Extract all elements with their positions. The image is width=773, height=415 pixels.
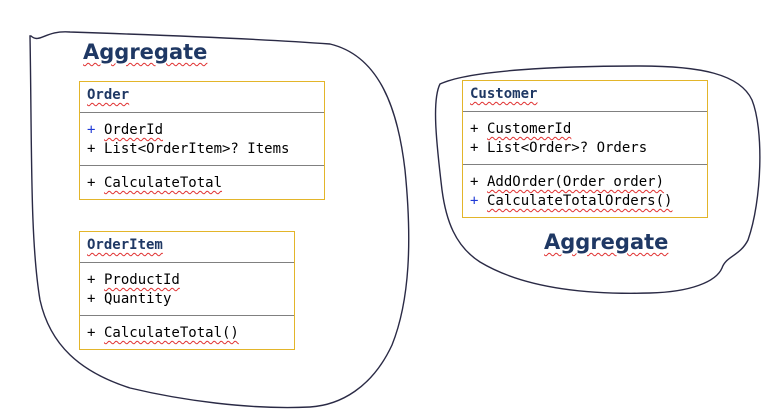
order-class-name-text: Order <box>87 87 130 103</box>
order-item-attribute-row: + Quantity <box>87 290 287 309</box>
order-item-methods: + CalculateTotal() <box>80 316 294 349</box>
attribute-text: List<Order>? Orders <box>487 140 648 156</box>
visibility-marker: + <box>87 325 96 341</box>
customer-class-name-text: Customer <box>470 86 538 102</box>
customer-attribute-row: + CustomerId <box>470 120 700 139</box>
order-item-attributes: + ProductId + Quantity <box>80 263 294 316</box>
method-text: CalculateTotal() <box>104 325 239 341</box>
order-class-name: Order <box>80 82 324 113</box>
customer-attribute-row: + List<Order>? Orders <box>470 139 700 158</box>
visibility-marker: + <box>87 291 96 307</box>
customer-method-row: + CalculateTotalOrders() <box>470 192 700 211</box>
order-attributes: + OrderId + List<OrderItem>? Items <box>80 113 324 166</box>
right-aggregate-title: Aggregate <box>544 230 669 254</box>
attribute-text: Quantity <box>104 291 172 307</box>
customer-class[interactable]: Customer + CustomerId + List<Order>? Order… <box>462 80 708 218</box>
order-method-row: + CalculateTotal <box>87 174 317 193</box>
order-item-class[interactable]: OrderItem + ProductId + Quantity + Calculat… <box>79 231 295 350</box>
attribute-text: List<OrderItem>? Items <box>104 141 290 157</box>
order-methods: + CalculateTotal <box>80 166 324 199</box>
customer-class-name: Customer <box>463 81 707 112</box>
visibility-marker: + <box>87 175 96 191</box>
method-text: CalculateTotalOrders() <box>487 193 673 209</box>
visibility-marker: + <box>87 122 96 138</box>
order-item-method-row: + CalculateTotal() <box>87 324 287 343</box>
order-item-class-name-text: OrderItem <box>87 237 163 253</box>
attribute-text: OrderId <box>104 122 164 138</box>
visibility-marker: + <box>87 141 96 157</box>
method-text: CalculateTotal <box>104 175 223 191</box>
visibility-marker: + <box>470 193 479 209</box>
attribute-text: CustomerId <box>487 121 572 137</box>
order-attribute-row: + List<OrderItem>? Items <box>87 140 317 159</box>
customer-attributes: + CustomerId + List<Order>? Orders <box>463 112 707 165</box>
visibility-marker: + <box>87 272 96 288</box>
left-aggregate-boundary <box>29 31 410 409</box>
order-item-attribute-row: + ProductId <box>87 271 287 290</box>
left-aggregate-title: Aggregate <box>83 40 208 64</box>
visibility-marker: + <box>470 140 479 156</box>
visibility-marker: + <box>470 174 479 190</box>
order-attribute-row: + OrderId <box>87 121 317 140</box>
customer-method-row: + AddOrder(Order order) <box>470 173 700 192</box>
order-class[interactable]: Order + OrderId + List<OrderItem>? Items +… <box>79 81 325 200</box>
right-aggregate-boundary <box>434 65 761 294</box>
visibility-marker: + <box>470 121 479 137</box>
customer-methods: + AddOrder(Order order) + CalculateTotalOr… <box>463 165 707 217</box>
attribute-text: ProductId <box>104 272 180 288</box>
method-text: AddOrder(Order order) <box>487 174 665 190</box>
order-item-class-name: OrderItem <box>80 232 294 263</box>
